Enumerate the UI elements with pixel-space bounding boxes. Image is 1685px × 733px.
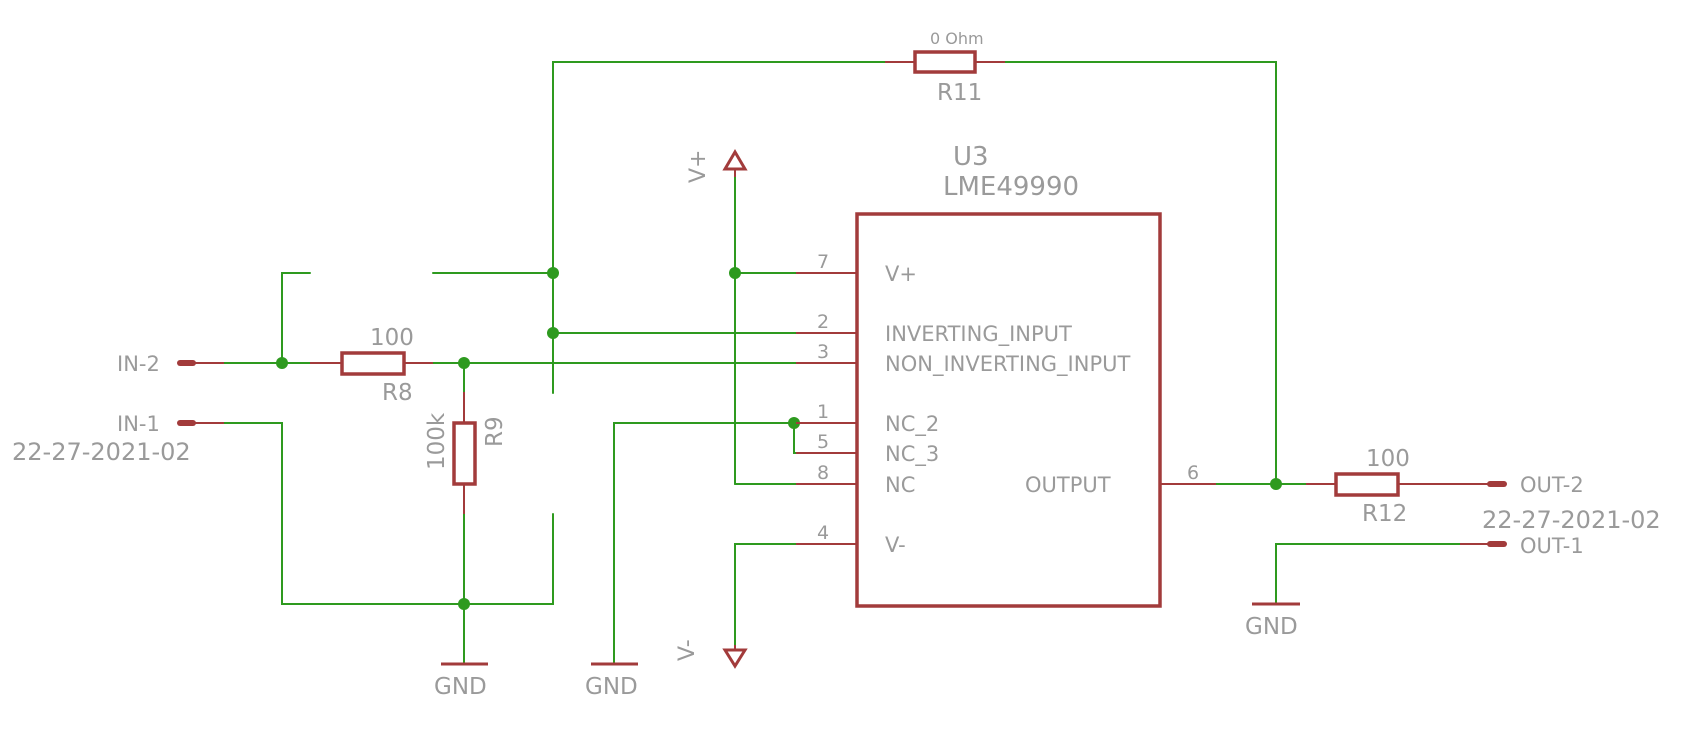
u3-pin-name: INVERTING_INPUT bbox=[885, 322, 1072, 347]
wire-feedback-top bbox=[552, 61, 886, 274]
gnd-label: GND bbox=[434, 674, 487, 700]
r12-body bbox=[1334, 472, 1400, 497]
in-connector-part: 22-27-2021-02 bbox=[12, 438, 191, 466]
u3-pin-name: NC_2 bbox=[885, 412, 939, 437]
wire-pin1-pin5-link bbox=[793, 422, 797, 454]
gnd-symbol-r9[interactable]: GND bbox=[434, 662, 488, 700]
wire-in1 bbox=[223, 422, 554, 605]
resistor-r11[interactable]: 0 Ohm R11 bbox=[885, 29, 1005, 106]
resistor-r12[interactable]: 100 R12 bbox=[1306, 446, 1430, 527]
junction-dot bbox=[788, 417, 800, 429]
wire-nc-gnd bbox=[613, 422, 797, 665]
resistor-r8[interactable]: 100 R8 bbox=[310, 325, 433, 406]
u3-value: LME49990 bbox=[943, 172, 1079, 202]
vplus-label: V+ bbox=[686, 150, 711, 183]
supply-vplus[interactable]: V+ bbox=[686, 149, 748, 183]
junction-dot bbox=[547, 327, 559, 339]
u3-pin-name: NC bbox=[885, 473, 915, 497]
u3-pin-number: 4 bbox=[817, 522, 829, 544]
gnd-symbol-out[interactable]: GND bbox=[1245, 602, 1300, 640]
u3-pin-name: OUTPUT bbox=[1025, 473, 1111, 497]
junctions bbox=[276, 267, 1282, 610]
r12-refdes: R12 bbox=[1362, 501, 1407, 527]
resistor-r9[interactable]: 100k R9 bbox=[424, 392, 508, 514]
junction-dot bbox=[276, 357, 288, 369]
r11-value: 0 Ohm bbox=[930, 29, 984, 48]
wire-out1 bbox=[1275, 543, 1477, 605]
r9-value: 100k bbox=[424, 412, 450, 470]
u3-pin-name: NON_INVERTING_INPUT bbox=[885, 352, 1130, 377]
r11-body bbox=[913, 50, 977, 74]
out-connector-part: 22-27-2021-02 bbox=[1482, 506, 1661, 534]
connector-output[interactable]: OUT-2 22-27-2021-02 OUT-1 bbox=[1430, 473, 1661, 558]
gnd-symbol-nc[interactable]: GND bbox=[585, 662, 638, 700]
in2-label: IN-2 bbox=[117, 352, 160, 376]
u3-pin-name: V- bbox=[885, 533, 906, 557]
out1-label: OUT-1 bbox=[1520, 534, 1584, 558]
r11-refdes: R11 bbox=[937, 80, 982, 106]
u3-pin-number: 3 bbox=[817, 341, 829, 363]
r12-value: 100 bbox=[1366, 446, 1410, 472]
wire-inverting-input bbox=[552, 272, 797, 334]
supply-vminus[interactable]: V- bbox=[675, 639, 748, 669]
u3-pin-number: 5 bbox=[817, 431, 829, 453]
vplus-arrow-icon bbox=[722, 149, 748, 171]
junction-dot bbox=[547, 267, 559, 279]
r9-body bbox=[452, 421, 477, 486]
junction-dot bbox=[458, 357, 470, 369]
r8-value: 100 bbox=[370, 325, 414, 351]
u3-pin-number: 6 bbox=[1187, 462, 1199, 484]
u3-pin-number: 7 bbox=[817, 251, 829, 273]
gnd-label: GND bbox=[1245, 614, 1298, 640]
r9-refdes: R9 bbox=[482, 416, 508, 447]
wire-vminus bbox=[734, 543, 797, 651]
u3-pin-name: NC_3 bbox=[885, 442, 939, 467]
out2-label: OUT-2 bbox=[1520, 473, 1584, 497]
junction-dot bbox=[1270, 478, 1282, 490]
in1-label: IN-1 bbox=[117, 412, 160, 436]
wire-upper-left bbox=[281, 272, 311, 364]
u3-pin-number: 1 bbox=[817, 401, 829, 423]
junction-dot bbox=[458, 598, 470, 610]
u3-body bbox=[855, 212, 1162, 608]
u3-pin-number: 8 bbox=[817, 462, 829, 484]
u3-pin-name: V+ bbox=[885, 262, 917, 286]
connector-input[interactable]: IN-2 IN-1 22-27-2021-02 bbox=[12, 352, 224, 466]
u3-opamp[interactable]: U3 LME49990 7 2 3 1 5 8 4 6 V+ INVERTING… bbox=[796, 142, 1216, 608]
u3-pin-number: 2 bbox=[817, 311, 829, 333]
u3-refdes: U3 bbox=[953, 142, 989, 172]
junction-dot bbox=[729, 267, 741, 279]
gnd-label: GND bbox=[585, 674, 638, 700]
vminus-label: V- bbox=[675, 639, 700, 661]
r8-refdes: R8 bbox=[382, 380, 413, 406]
r8-body bbox=[340, 351, 406, 376]
wire-feedback-right bbox=[1004, 61, 1277, 485]
vminus-arrow-icon bbox=[722, 648, 748, 669]
